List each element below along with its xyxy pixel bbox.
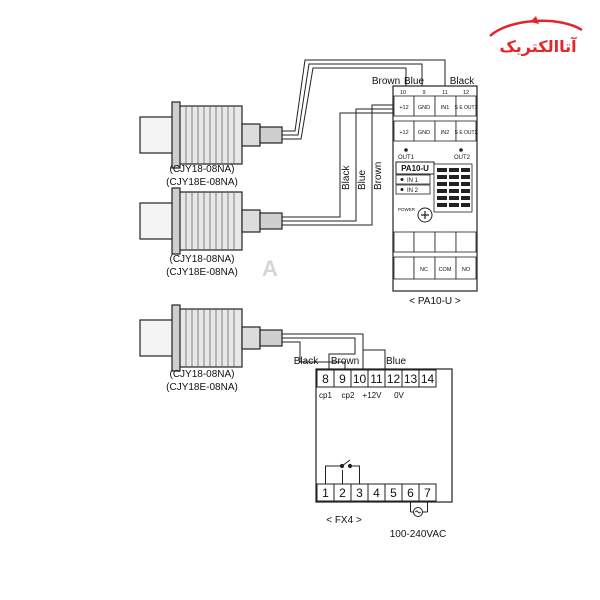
pa10-row2-label: GND [418,130,430,136]
sensor-1 [139,101,283,169]
pa10-row2-label: IN2 [441,130,450,136]
pa10-out1-label: OUT1 [398,155,415,161]
fx4-top-terminal: 14 [421,372,435,386]
brand-logo-text: آتاالکتریک [499,36,577,56]
fx4-bottom-terminal: 3 [356,486,363,500]
pa10-bottom-label: COM [439,267,452,273]
wire-label-blue-fx4: Blue [386,356,406,367]
out2-led [459,148,463,152]
pa10-caption: < PA10-U > [409,296,461,307]
fx4-top-terminal: 11 [370,372,383,386]
fx4-top-terminal: 12 [387,372,401,386]
sensor-3-model-2: (CJY18E-08NA) [166,382,238,393]
sensor-1-model-1: (CJY18-08NA) [169,164,234,175]
pa10-power-label: POWER [398,207,416,212]
fx4-function-label: +12V [363,391,383,400]
brand-logo: آتاالکتریک [489,16,583,56]
sensor-1-model-2: (CJY18E-08NA) [166,177,238,188]
ac-supply-symbol [410,501,428,517]
pa10-bottom-label: NC [420,267,428,273]
wire-label-blue-top: Blue [404,76,424,87]
wire-label-blue-side: Blue [357,170,368,190]
out1-led [404,148,408,152]
sensor-2-model-1: (CJY18-08NA) [169,254,234,265]
supply-voltage-label: 100-240VAC [390,529,447,540]
wire-label-black-fx4: Black [294,356,319,367]
pa10-top-number: 12 [463,90,469,96]
pa10-row1-label: IN1 [441,105,450,111]
fx4-caption: < FX4 > [326,515,362,526]
pa10-top-number: 9 [422,90,425,96]
fx4-module: 8 9 10 11 12 13 14 cp1 cp2 +12V 0V 1 2 3… [315,368,453,503]
fx4-bottom-terminal: 2 [339,486,346,500]
sensor-2 [139,187,283,255]
wire-label-brown-side: Brown [373,162,384,190]
pa10-out2-label: OUT2 [454,155,471,161]
pa10-bottom-label: NO [462,267,471,273]
fx4-bottom-terminal: 1 [322,486,329,500]
sensor-3 [139,304,283,372]
pa10-module: 10 9 11 12 +12 GND IN1 S E OUT1 +12 GND … [392,85,478,292]
fx4-function-label: cp2 [342,391,355,400]
pa10-top-number: 11 [442,90,448,96]
sensor-3-model-1: (CJY18-08NA) [169,369,234,380]
pa10-row2-label: S E OUT2 [455,130,478,136]
sensor-2-model-2: (CJY18E-08NA) [166,267,238,278]
fx4-top-terminal: 9 [339,372,346,386]
sensor-3-cable [282,333,386,369]
fx4-bottom-terminal: 7 [424,486,431,500]
wire-label-black-side: Black [341,165,352,190]
fx4-bottom-terminal: 5 [390,486,397,500]
wire-label-brown-fx4: Brown [331,356,359,367]
dip-switch-block [433,163,473,213]
fx4-top-terminal: 8 [322,372,329,386]
pa10-in2-label: IN 2 [407,188,419,194]
pa10-in1-label: IN 1 [407,178,419,184]
relay-contact-symbol [325,459,360,484]
fx4-top-terminal: 13 [404,372,418,386]
fx4-top-terminal: 10 [353,372,367,386]
pa10-model-label: PA10-U [401,164,429,173]
wire-label-brown-top: Brown [372,76,400,87]
pa10-row1-label: +12 [399,105,408,111]
pa10-row2-label: +12 [399,130,408,136]
fx4-function-label: 0V [394,391,404,400]
fx4-bottom-terminal: 6 [407,486,414,500]
wire-label-black-top: Black [450,76,475,87]
watermark-letter: A [262,256,278,281]
sensor-1-cable [282,59,446,140]
fx4-bottom-terminal: 4 [373,486,380,500]
pa10-top-number: 10 [400,90,406,96]
pa10-row1-label: S E OUT1 [455,105,478,111]
fx4-function-label: cp1 [319,391,332,400]
pa10-row1-label: GND [418,105,430,111]
